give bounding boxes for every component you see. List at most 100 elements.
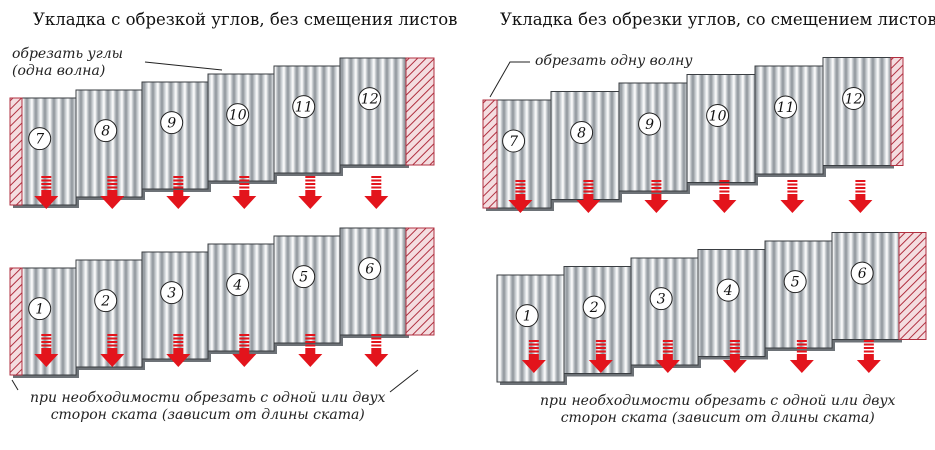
sheet-number-badge [842,87,866,111]
left-bottom-note: при необходимости обрезать с одной или д… [30,390,385,424]
right-bottom-note: при необходимости обрезать с одной или д… [540,393,895,427]
pointer-line [144,61,223,71]
sheet-number-badge [649,287,673,311]
down-arrow-icon [588,340,613,373]
note-line: при необходимости обрезать с одной или д… [540,393,896,409]
sheet-number: 3 [657,292,666,308]
down-arrow-icon [232,334,257,367]
sheet-number-badge [783,270,807,294]
sheet-number-badge [570,121,594,145]
down-arrow-icon [789,340,814,373]
sheet-number-badge [582,295,606,319]
sheet-number-badge [358,87,382,111]
sheet-number: 9 [167,116,176,132]
sheet-number: 7 [35,132,44,148]
down-arrow-icon [364,176,389,209]
down-arrow-icon [100,334,125,367]
sheet-number: 5 [791,275,800,291]
sheet-number: 2 [589,300,599,316]
sheet-number: 8 [577,126,586,142]
sheet-number-badge [716,278,740,302]
roof-sheet: 8 [75,89,145,200]
sheet-number: 4 [232,278,242,294]
right-title: Укладка без обрезки углов, со смещением … [500,10,935,29]
down-arrow-icon [298,334,323,367]
sheet-number-badge [292,95,316,119]
pointer-line [389,369,419,393]
roof-sheet: 3 [630,257,701,368]
sheet-number-badge [226,273,250,297]
sheet-number-badge [850,261,874,285]
cut-zone [9,267,23,376]
sheet-number-badge [94,289,118,313]
down-arrow-icon [232,176,257,209]
sheet-number: 5 [299,270,308,286]
sheet-number: 12 [845,92,863,108]
roof-sheet: 6 [831,232,902,343]
sheet-number: 10 [709,109,727,125]
roof-sheet: 10 [686,74,758,186]
roof-sheet: 11 [273,65,343,176]
sheet-number-badge [292,265,316,289]
sheet-number: 10 [229,108,247,124]
roof-sheet: 4 [207,243,277,354]
down-arrow-icon [34,334,59,367]
down-arrow-icon [780,180,805,213]
note-line: (одна волна) [12,63,106,79]
down-arrow-icon [722,340,747,373]
sheet-number: 6 [365,262,374,278]
left-title: Укладка с обрезкой углов, без смещения л… [33,10,458,29]
roof-sheet: 6 [339,227,409,338]
down-arrow-icon [848,180,873,213]
roof-sheet: 12 [822,57,894,169]
roof-sheet: 4 [697,249,768,360]
sheet-number-badge [358,257,382,281]
note-line: обрезать углы [12,46,124,62]
pointer-line [11,379,19,391]
sheet-number: 3 [167,286,176,302]
roof-sheet: 9 [618,82,690,194]
down-arrow-icon [655,340,680,373]
sheet-number-badge [515,304,539,328]
down-arrow-icon [100,176,125,209]
sheet-number-badge [28,127,52,151]
sheet-number: 9 [645,117,654,133]
down-arrow-icon [508,180,533,213]
right-top-note: обрезать одну волну [535,53,693,69]
down-arrow-icon [712,180,737,213]
sheet-number: 2 [100,294,110,310]
roof-sheet: 10 [207,73,277,184]
cut-zone [482,99,498,209]
left-top-note: обрезать углы (одна волна) [12,46,123,80]
down-arrow-icon [166,334,191,367]
pointer-line [489,61,530,98]
cut-zone [890,57,904,166]
sheet-number-badge [774,95,798,119]
cut-zone [9,97,23,206]
cut-zone [898,232,927,340]
roof-sheet: 1 [496,274,567,385]
down-arrow-icon [576,180,601,213]
note-line: при необходимости обрезать с одной или д… [30,390,386,406]
right-bottom-row: 1 2 3 4 5 6 [496,232,927,385]
sheet-number-badge [706,104,730,128]
roof-sheet: 3 [141,251,211,362]
roof-sheet: 9 [141,81,211,192]
roof-sheet: 8 [550,91,622,203]
sheet-number: 8 [101,124,110,140]
pointer-lines [11,61,530,393]
down-arrow-icon [644,180,669,213]
sheet-number: 11 [777,100,795,116]
sheet-number-badge [638,112,662,136]
roof-sheet: 5 [273,235,343,346]
down-arrow-icon [34,176,59,209]
sheet-number: 6 [858,266,867,282]
down-arrow-icon [856,340,881,373]
sheet-number-badge [160,111,184,135]
roof-sheet: 11 [754,65,826,177]
down-arrow-icon [166,176,191,209]
cut-zone [405,57,435,166]
